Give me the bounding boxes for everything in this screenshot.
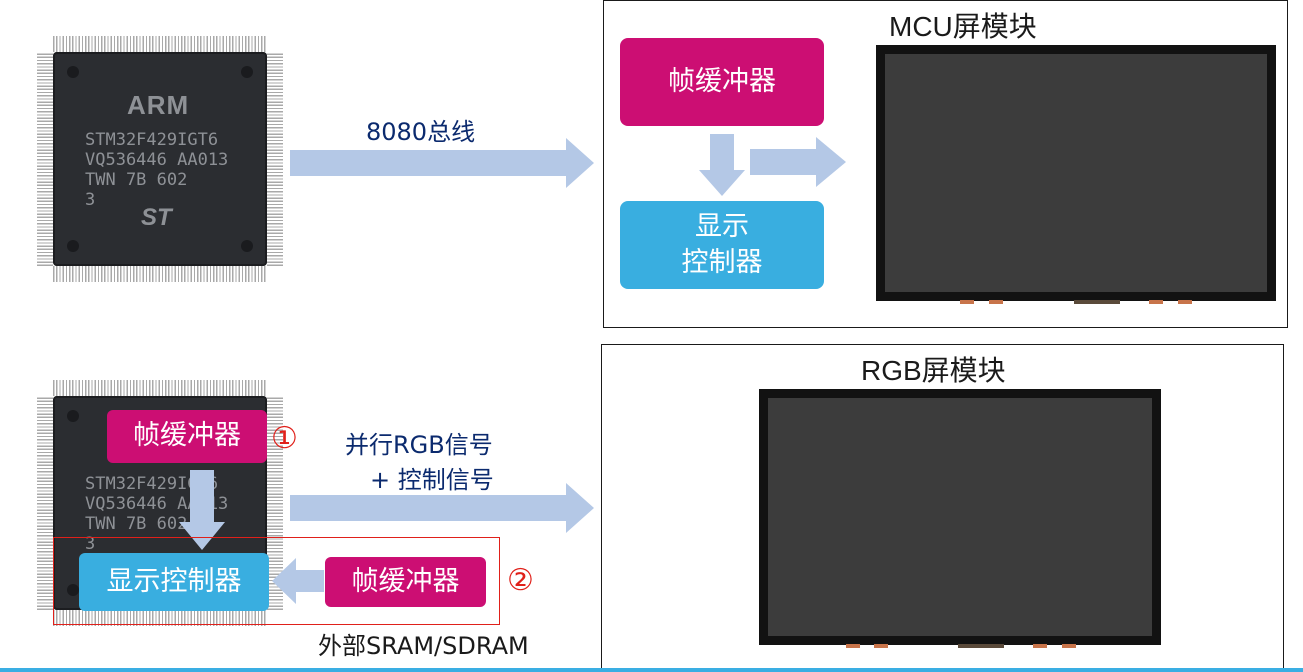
screen-connector xyxy=(960,300,974,304)
stm32-chip-top: ARM STM32F429IGT6 VQ536446 AA013 TWN 7B … xyxy=(37,36,283,282)
display-controller-box: 显示 控制器 xyxy=(620,201,824,289)
display-controller-label-bottom: 显示控制器 xyxy=(106,565,242,597)
chip-dot xyxy=(67,240,79,252)
chip-dot xyxy=(67,66,79,78)
rgb-panel: RGB屏模块 xyxy=(601,344,1284,672)
chip-marking: STM32F429IGT6 xyxy=(85,474,219,494)
frame-buffer-label: 帧缓冲器 xyxy=(668,65,776,97)
chip-pins xyxy=(267,52,283,266)
display-controller-box-bottom: 显示控制器 xyxy=(79,553,269,611)
external-memory-label: 外部SRAM/SDRAM xyxy=(318,632,529,660)
screen-connector xyxy=(1178,300,1192,304)
chip-dot xyxy=(67,584,79,596)
external-frame-buffer-box: 帧缓冲器 xyxy=(325,557,486,607)
marker-2: ② xyxy=(507,563,534,598)
chip-pins xyxy=(53,266,267,282)
panel-title: RGB屏模块 xyxy=(861,355,1006,386)
chip-pins xyxy=(37,396,53,610)
screen-connector xyxy=(1074,300,1120,304)
chip-marking: 3 xyxy=(85,190,96,210)
chip-marking: STM32F429IGT6 xyxy=(85,130,219,150)
down-arrow-chip xyxy=(179,470,225,550)
down-arrow xyxy=(699,134,745,196)
frame-buffer-box: 帧缓冲器 xyxy=(620,38,824,126)
screen-connector xyxy=(1062,644,1076,648)
arm-logo: ARM xyxy=(127,90,190,120)
chip-marking: VQ536446 AA013 xyxy=(85,150,229,170)
rgb-screen xyxy=(759,389,1161,645)
screen-area xyxy=(885,54,1267,292)
chip-body: ARM STM32F429IGT6 VQ536446 AA013 TWN 7B … xyxy=(53,52,267,266)
external-frame-buffer-label: 帧缓冲器 xyxy=(351,565,460,597)
right-arrow xyxy=(750,137,846,187)
chip-pins xyxy=(37,52,53,266)
chip-dot xyxy=(241,240,253,252)
screen-connector xyxy=(874,644,888,648)
chip-pins xyxy=(53,380,267,396)
screen-connector xyxy=(1149,300,1163,304)
chip-pins xyxy=(53,610,267,626)
bus-label: 8080总线 xyxy=(366,118,476,146)
chip-pins xyxy=(53,36,267,52)
rgb-signal-arrow xyxy=(290,483,594,533)
screen-connector xyxy=(989,300,1003,304)
chip-marking: TWN 7B 602 xyxy=(85,514,188,534)
left-arrow xyxy=(272,558,324,604)
chip-pins xyxy=(267,396,283,610)
signal-label-line2: + 控制信号 xyxy=(370,466,494,494)
internal-frame-buffer-label: 帧缓冲器 xyxy=(133,420,241,452)
panel-title: MCU屏模块 xyxy=(889,11,1037,42)
marker-1: ① xyxy=(271,421,298,456)
bottom-accent-line xyxy=(0,668,1303,672)
internal-frame-buffer-box: 帧缓冲器 xyxy=(107,410,267,463)
st-logo: ST xyxy=(141,204,172,231)
chip-marking: TWN 7B 602 xyxy=(85,170,188,190)
mcu-screen xyxy=(876,45,1276,301)
screen-connector xyxy=(846,644,860,648)
chip-dot xyxy=(67,410,79,422)
external-memory-region xyxy=(53,537,500,625)
chip-dot xyxy=(241,66,253,78)
bus-arrow xyxy=(290,138,594,188)
signal-label-line1: 并行RGB信号 xyxy=(345,431,493,459)
display-controller-label: 显示 控制器 xyxy=(681,210,763,278)
chip-marking: 3 xyxy=(85,534,96,554)
mcu-panel: MCU屏模块 帧缓冲器 显示 控制器 xyxy=(603,0,1288,328)
screen-connector xyxy=(1033,644,1047,648)
screen-area xyxy=(768,398,1152,636)
screen-connector xyxy=(958,644,1004,648)
